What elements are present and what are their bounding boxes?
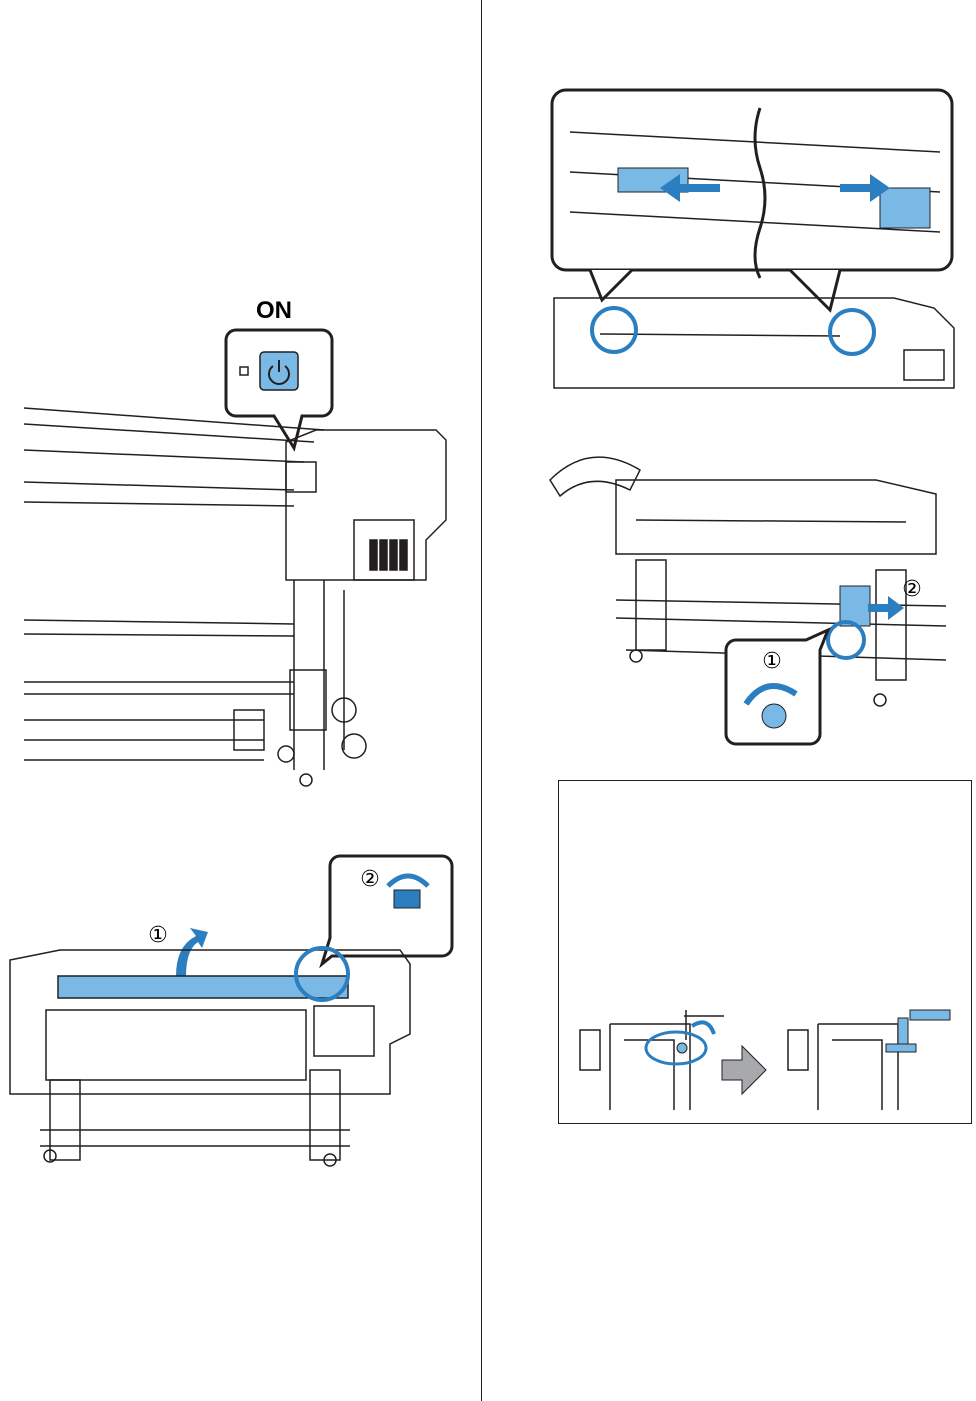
holder-after-illustration [788,1024,898,1110]
printer-illustration [554,298,954,388]
step2-label: ② [902,577,922,602]
up-arrow-icon [176,928,208,976]
right-arrow-icon [868,596,904,620]
step1-label: ① [148,923,168,948]
media-roll-strip [550,457,640,496]
knob-highlight [762,704,786,728]
power-on-figure: ON [24,290,456,800]
right-edge-plate [880,188,930,228]
cover-open-figure: ② ① [0,850,460,1180]
step1-label: ① [762,649,782,674]
printer-illustration [10,950,410,1166]
edge-plate-figure [550,88,956,400]
rotate-arrow-icon [692,1022,714,1034]
holder-circle-marker [828,622,864,658]
column-divider [481,0,482,1401]
left-plate-marker [592,308,636,352]
crank-handle-highlight [910,1010,950,1020]
holder-before-illustration [580,1010,724,1110]
hole-highlight [677,1043,687,1053]
step2-label: ② [360,867,380,892]
gray-arrow-icon [722,1046,766,1094]
crank-bolt-highlight [886,1044,916,1052]
printer-illustration [24,408,446,786]
roll-holder-highlight [840,586,870,626]
lever-highlight [394,890,420,908]
right-plate-marker [830,310,874,354]
crank-figure [574,1000,954,1112]
roll-holder-figure: ② ① [546,450,976,746]
on-label: ON [256,297,292,324]
hole-circle-marker [646,1032,706,1064]
zoom-callout [552,90,952,270]
